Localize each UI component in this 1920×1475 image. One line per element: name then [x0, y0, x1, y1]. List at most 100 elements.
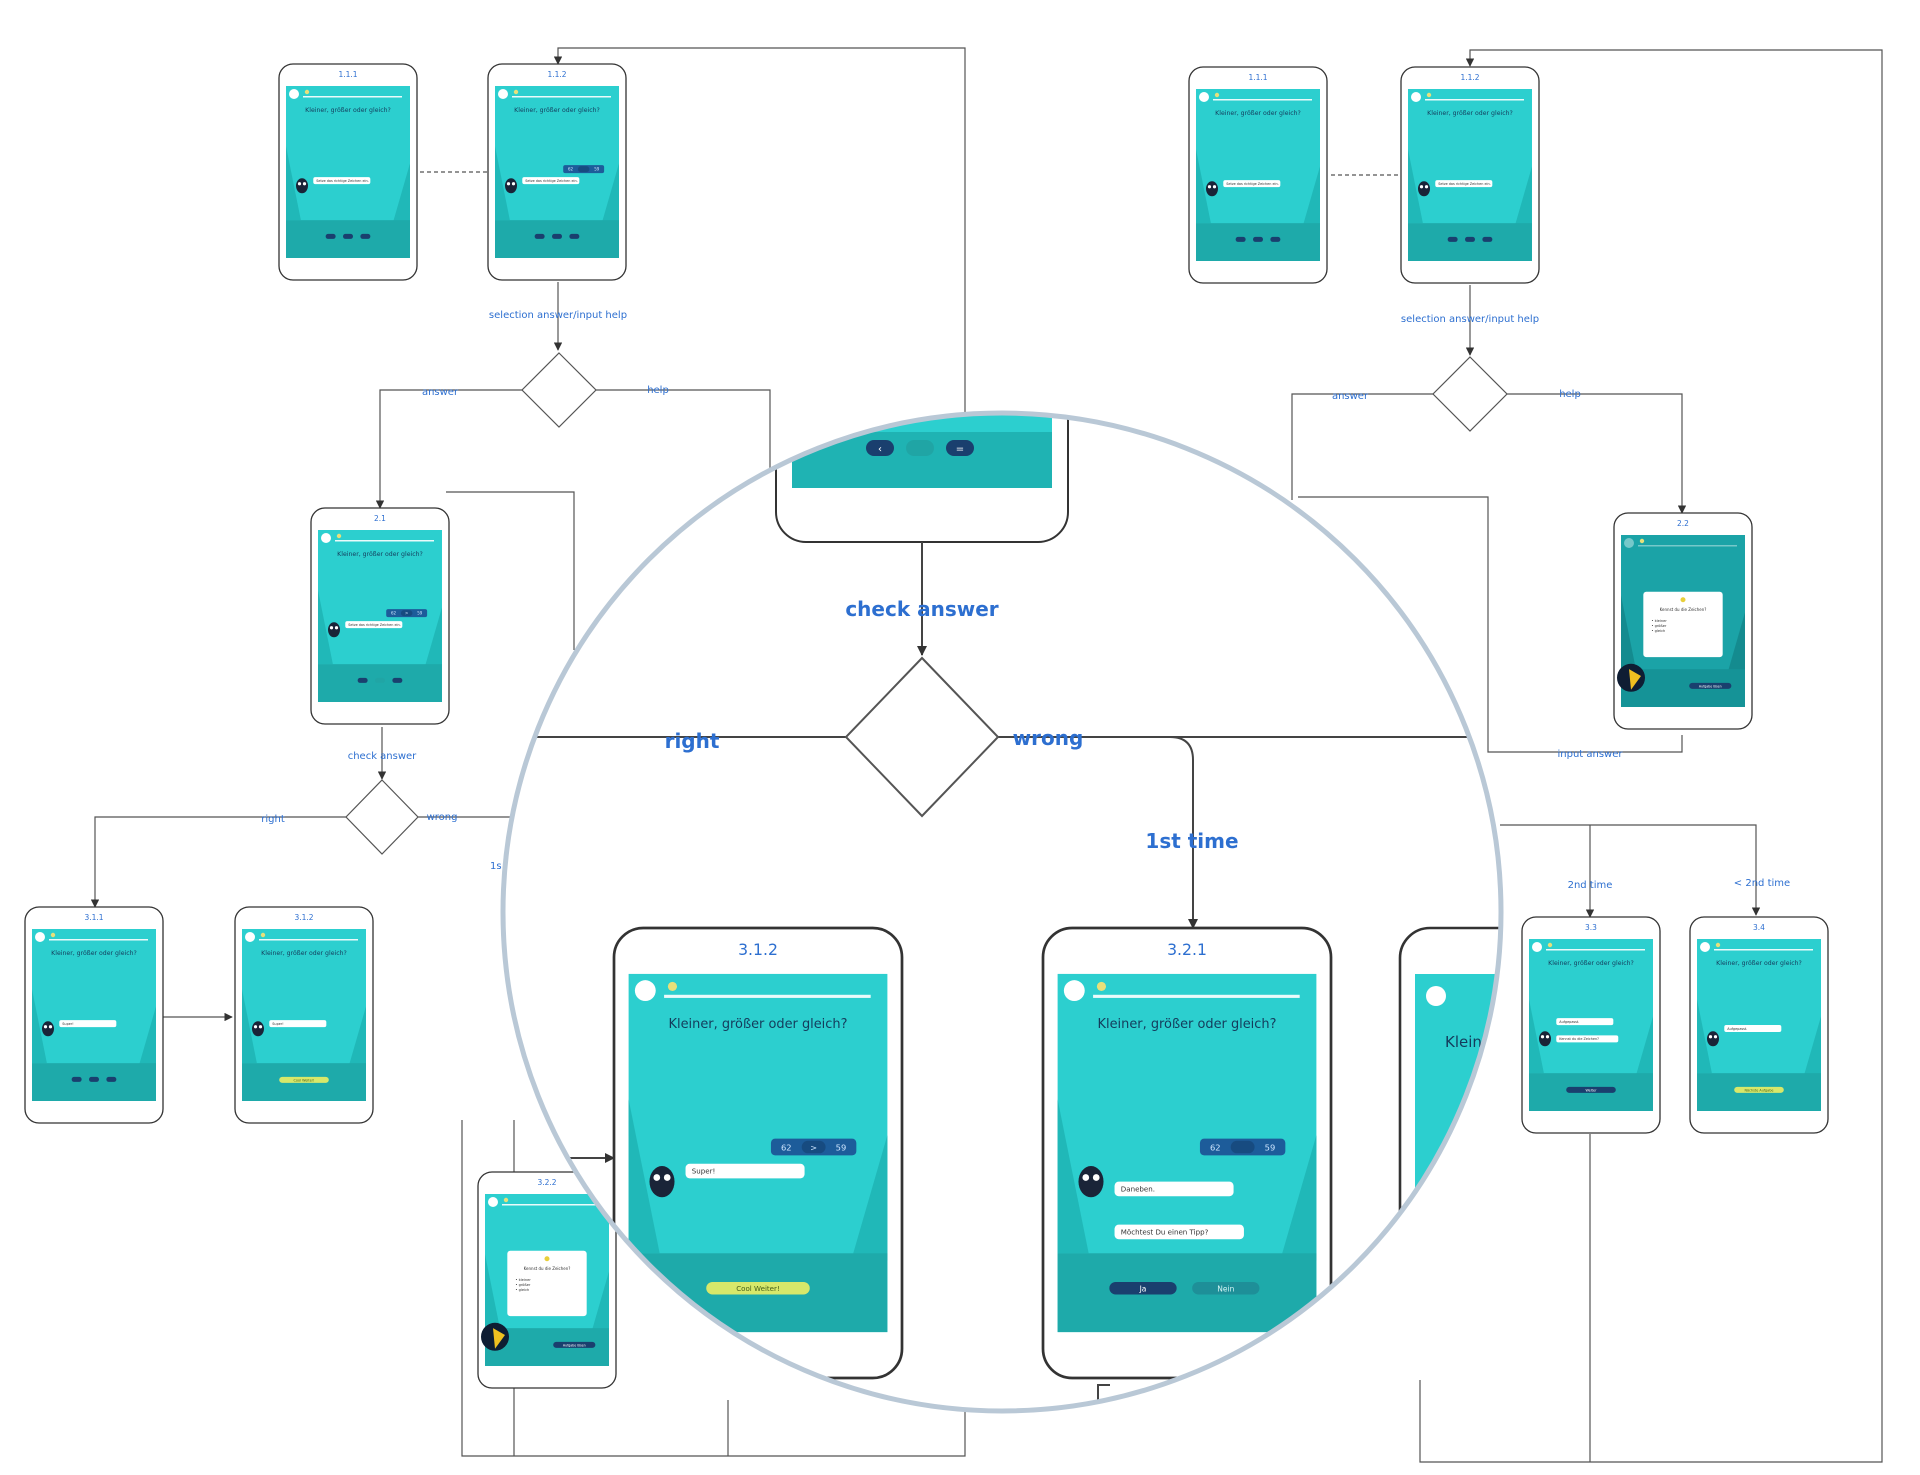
- question-text: Klein: [1445, 1033, 1482, 1051]
- lens-top-nav-right[interactable]: [946, 440, 974, 456]
- back-button[interactable]: [498, 89, 508, 99]
- label-help-left: help: [647, 385, 669, 396]
- flow-labels: selection answer/input help answer help …: [261, 310, 1790, 891]
- back-button[interactable]: [1426, 986, 1446, 1006]
- lens-decision-diamond: [844, 656, 1000, 818]
- nav-mid-button[interactable]: [1465, 236, 1475, 242]
- nav-next-button[interactable]: [569, 233, 580, 239]
- star-icon: [513, 89, 519, 95]
- screen-id-label: 3.4: [1753, 923, 1765, 932]
- sign-slot[interactable]: [577, 166, 590, 173]
- sign-slot[interactable]: [1230, 1140, 1255, 1154]
- speech-bubble-text: Kennst du die Zeichen?: [1559, 1037, 1599, 1041]
- screen-id-label: 3.1.1: [84, 913, 103, 922]
- lightbulb-icon: [544, 1256, 550, 1262]
- nav-back-button[interactable]: [1447, 236, 1458, 242]
- continue-button[interactable]: [706, 1281, 810, 1295]
- nav-back-button[interactable]: [71, 1076, 82, 1082]
- nav-mid-button[interactable]: [375, 677, 385, 683]
- speech-bubble-text: Setze das richtige Zeichen ein.: [348, 623, 400, 627]
- speech-bubble-text: Möchtest Du einen Tipp?: [1121, 1228, 1209, 1237]
- nav-back-button[interactable]: [357, 677, 368, 683]
- no-button[interactable]: [1192, 1281, 1260, 1295]
- continue-button[interactable]: [1734, 1086, 1784, 1093]
- nav-next-button[interactable]: [392, 677, 403, 683]
- nav-next-button[interactable]: [1482, 236, 1493, 242]
- star-icon: [336, 533, 342, 539]
- solve-task-button[interactable]: [1689, 682, 1732, 689]
- label-selection-right: selection answer/input help: [1401, 314, 1539, 325]
- nav-mid-button[interactable]: [89, 1076, 99, 1082]
- nav-next-button[interactable]: [1270, 236, 1281, 242]
- speech-bubble-text: Super!: [62, 1022, 73, 1026]
- back-button[interactable]: [35, 932, 45, 942]
- back-button[interactable]: [289, 89, 299, 99]
- speech-bubble: [1556, 1018, 1614, 1026]
- hint-title: Kennst du die Zeichen?: [524, 1266, 571, 1271]
- solve-task-button[interactable]: [553, 1341, 596, 1348]
- phone-screen: Kleiner, größer oder gleich?Setze das ri…: [1408, 89, 1532, 261]
- back-button[interactable]: [488, 1197, 498, 1207]
- lens-top-phone: ‹ =: [775, 413, 1069, 543]
- screen-id-label: 1.1.2: [547, 70, 566, 79]
- phone-screen: Kennst du die Zeichen?• kleiner• größer•…: [1617, 535, 1745, 707]
- yes-button[interactable]: [1109, 1281, 1177, 1295]
- back-button[interactable]: [321, 533, 331, 543]
- svg-text:‹: ‹: [878, 444, 882, 455]
- back-button[interactable]: [1532, 942, 1542, 952]
- screen-id-label: 3.2.2: [537, 1178, 556, 1187]
- screen-id-label: 3.2.1: [1167, 940, 1207, 959]
- continue-button[interactable]: [1566, 1086, 1616, 1093]
- comparison-value: 62: [568, 167, 574, 172]
- question-text: Kleiner, größer oder gleich?: [1215, 110, 1301, 117]
- nav-next-button[interactable]: [360, 233, 371, 239]
- back-button[interactable]: [1411, 92, 1421, 102]
- sign-slot[interactable]: [400, 610, 413, 617]
- nav-next-button[interactable]: [106, 1076, 117, 1082]
- back-button[interactable]: [1063, 980, 1085, 1002]
- continue-button[interactable]: [279, 1076, 329, 1083]
- phone-screen: Kleiner, größer oder gleich?Super!: [32, 929, 156, 1101]
- label-first-partial: 1s: [490, 861, 502, 872]
- speech-bubble: [1114, 1224, 1244, 1240]
- label-right-left: right: [261, 814, 285, 825]
- question-text: Kleiner, größer oder gleich?: [1548, 960, 1634, 967]
- comparison-value: 62: [391, 611, 397, 616]
- nav-back-button[interactable]: [1235, 236, 1246, 242]
- back-button[interactable]: [245, 932, 255, 942]
- hint-title: Kennst du die Zeichen?: [1660, 607, 1707, 612]
- nav-mid-button[interactable]: [552, 233, 562, 239]
- phone-screen: Kleiner, größer oder gleich?Setze das ri…: [1196, 89, 1320, 261]
- nav-mid-button[interactable]: [1253, 236, 1263, 242]
- lens-top-nav-left[interactable]: [866, 440, 894, 456]
- back-button[interactable]: [1624, 538, 1634, 548]
- back-button[interactable]: [634, 980, 656, 1002]
- diamond-check-left: [345, 779, 419, 855]
- label-second-time: 2nd time: [1568, 880, 1613, 891]
- back-button[interactable]: [1700, 942, 1710, 952]
- back-button[interactable]: [1199, 92, 1209, 102]
- question-text: Kleiner, größer oder gleich?: [1098, 1017, 1277, 1032]
- sign-slot[interactable]: [801, 1140, 826, 1154]
- nav-mid-button[interactable]: [343, 233, 353, 239]
- screen-id-label: 3.3: [1585, 923, 1597, 932]
- screen-id-label: 1.1.1: [338, 70, 357, 79]
- nav-back-button[interactable]: [325, 233, 336, 239]
- comparison-value: >: [810, 1142, 817, 1152]
- speech-bubble: [685, 1163, 805, 1179]
- screen-id-label: 3.1.2: [738, 940, 778, 959]
- speech-bubble-text: Aufgepasst.: [1559, 1020, 1579, 1024]
- star-icon: [1547, 942, 1553, 948]
- lens-top-nav-mid[interactable]: [906, 440, 934, 456]
- nav-back-button[interactable]: [534, 233, 545, 239]
- speech-bubble: [313, 177, 371, 185]
- speech-bubble: [1556, 1035, 1619, 1043]
- lens-label-wrong: wrong: [1013, 726, 1084, 750]
